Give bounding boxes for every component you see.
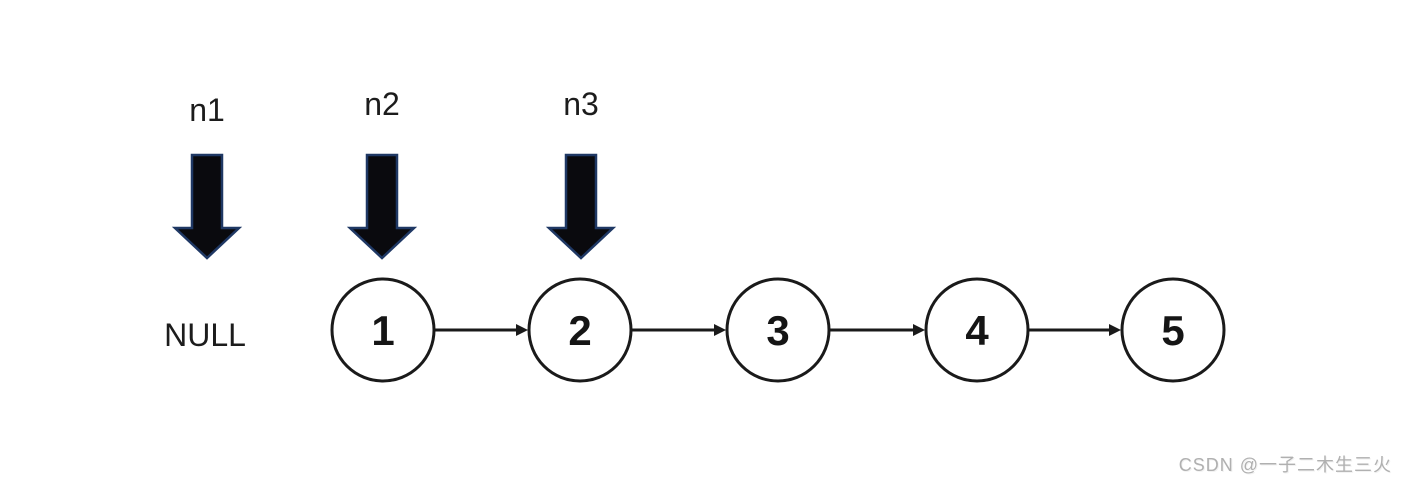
node-value-4: 4 — [965, 307, 989, 354]
node-value-3: 3 — [766, 307, 789, 354]
down-arrow-icon-n1 — [171, 153, 243, 260]
null-label: NULL — [164, 317, 246, 353]
node-value-5: 5 — [1161, 307, 1184, 354]
down-arrow-icon-n2 — [346, 153, 418, 260]
list-node-3: 3 — [725, 277, 831, 383]
node-circle-2 — [527, 277, 633, 383]
node-circle-4 — [924, 277, 1030, 383]
pointer-label-n1: n1 — [189, 92, 225, 128]
list-node-5: 5 — [1120, 277, 1226, 383]
node-circle-5 — [1120, 277, 1226, 383]
node-value-2: 2 — [568, 307, 591, 354]
list-node-1: 1 — [330, 277, 436, 383]
pointer-label-n2: n2 — [364, 86, 400, 122]
down-arrow-icon-n3 — [545, 153, 617, 260]
node-value-1: 1 — [371, 307, 394, 354]
list-node-4: 4 — [924, 277, 1030, 383]
list-node-2: 2 — [527, 277, 633, 383]
csdn-watermark: CSDN @一子二木生三火 — [1178, 455, 1392, 475]
node-circle-1 — [330, 277, 436, 383]
pointer-label-n3: n3 — [563, 86, 599, 122]
node-circle-3 — [725, 277, 831, 383]
